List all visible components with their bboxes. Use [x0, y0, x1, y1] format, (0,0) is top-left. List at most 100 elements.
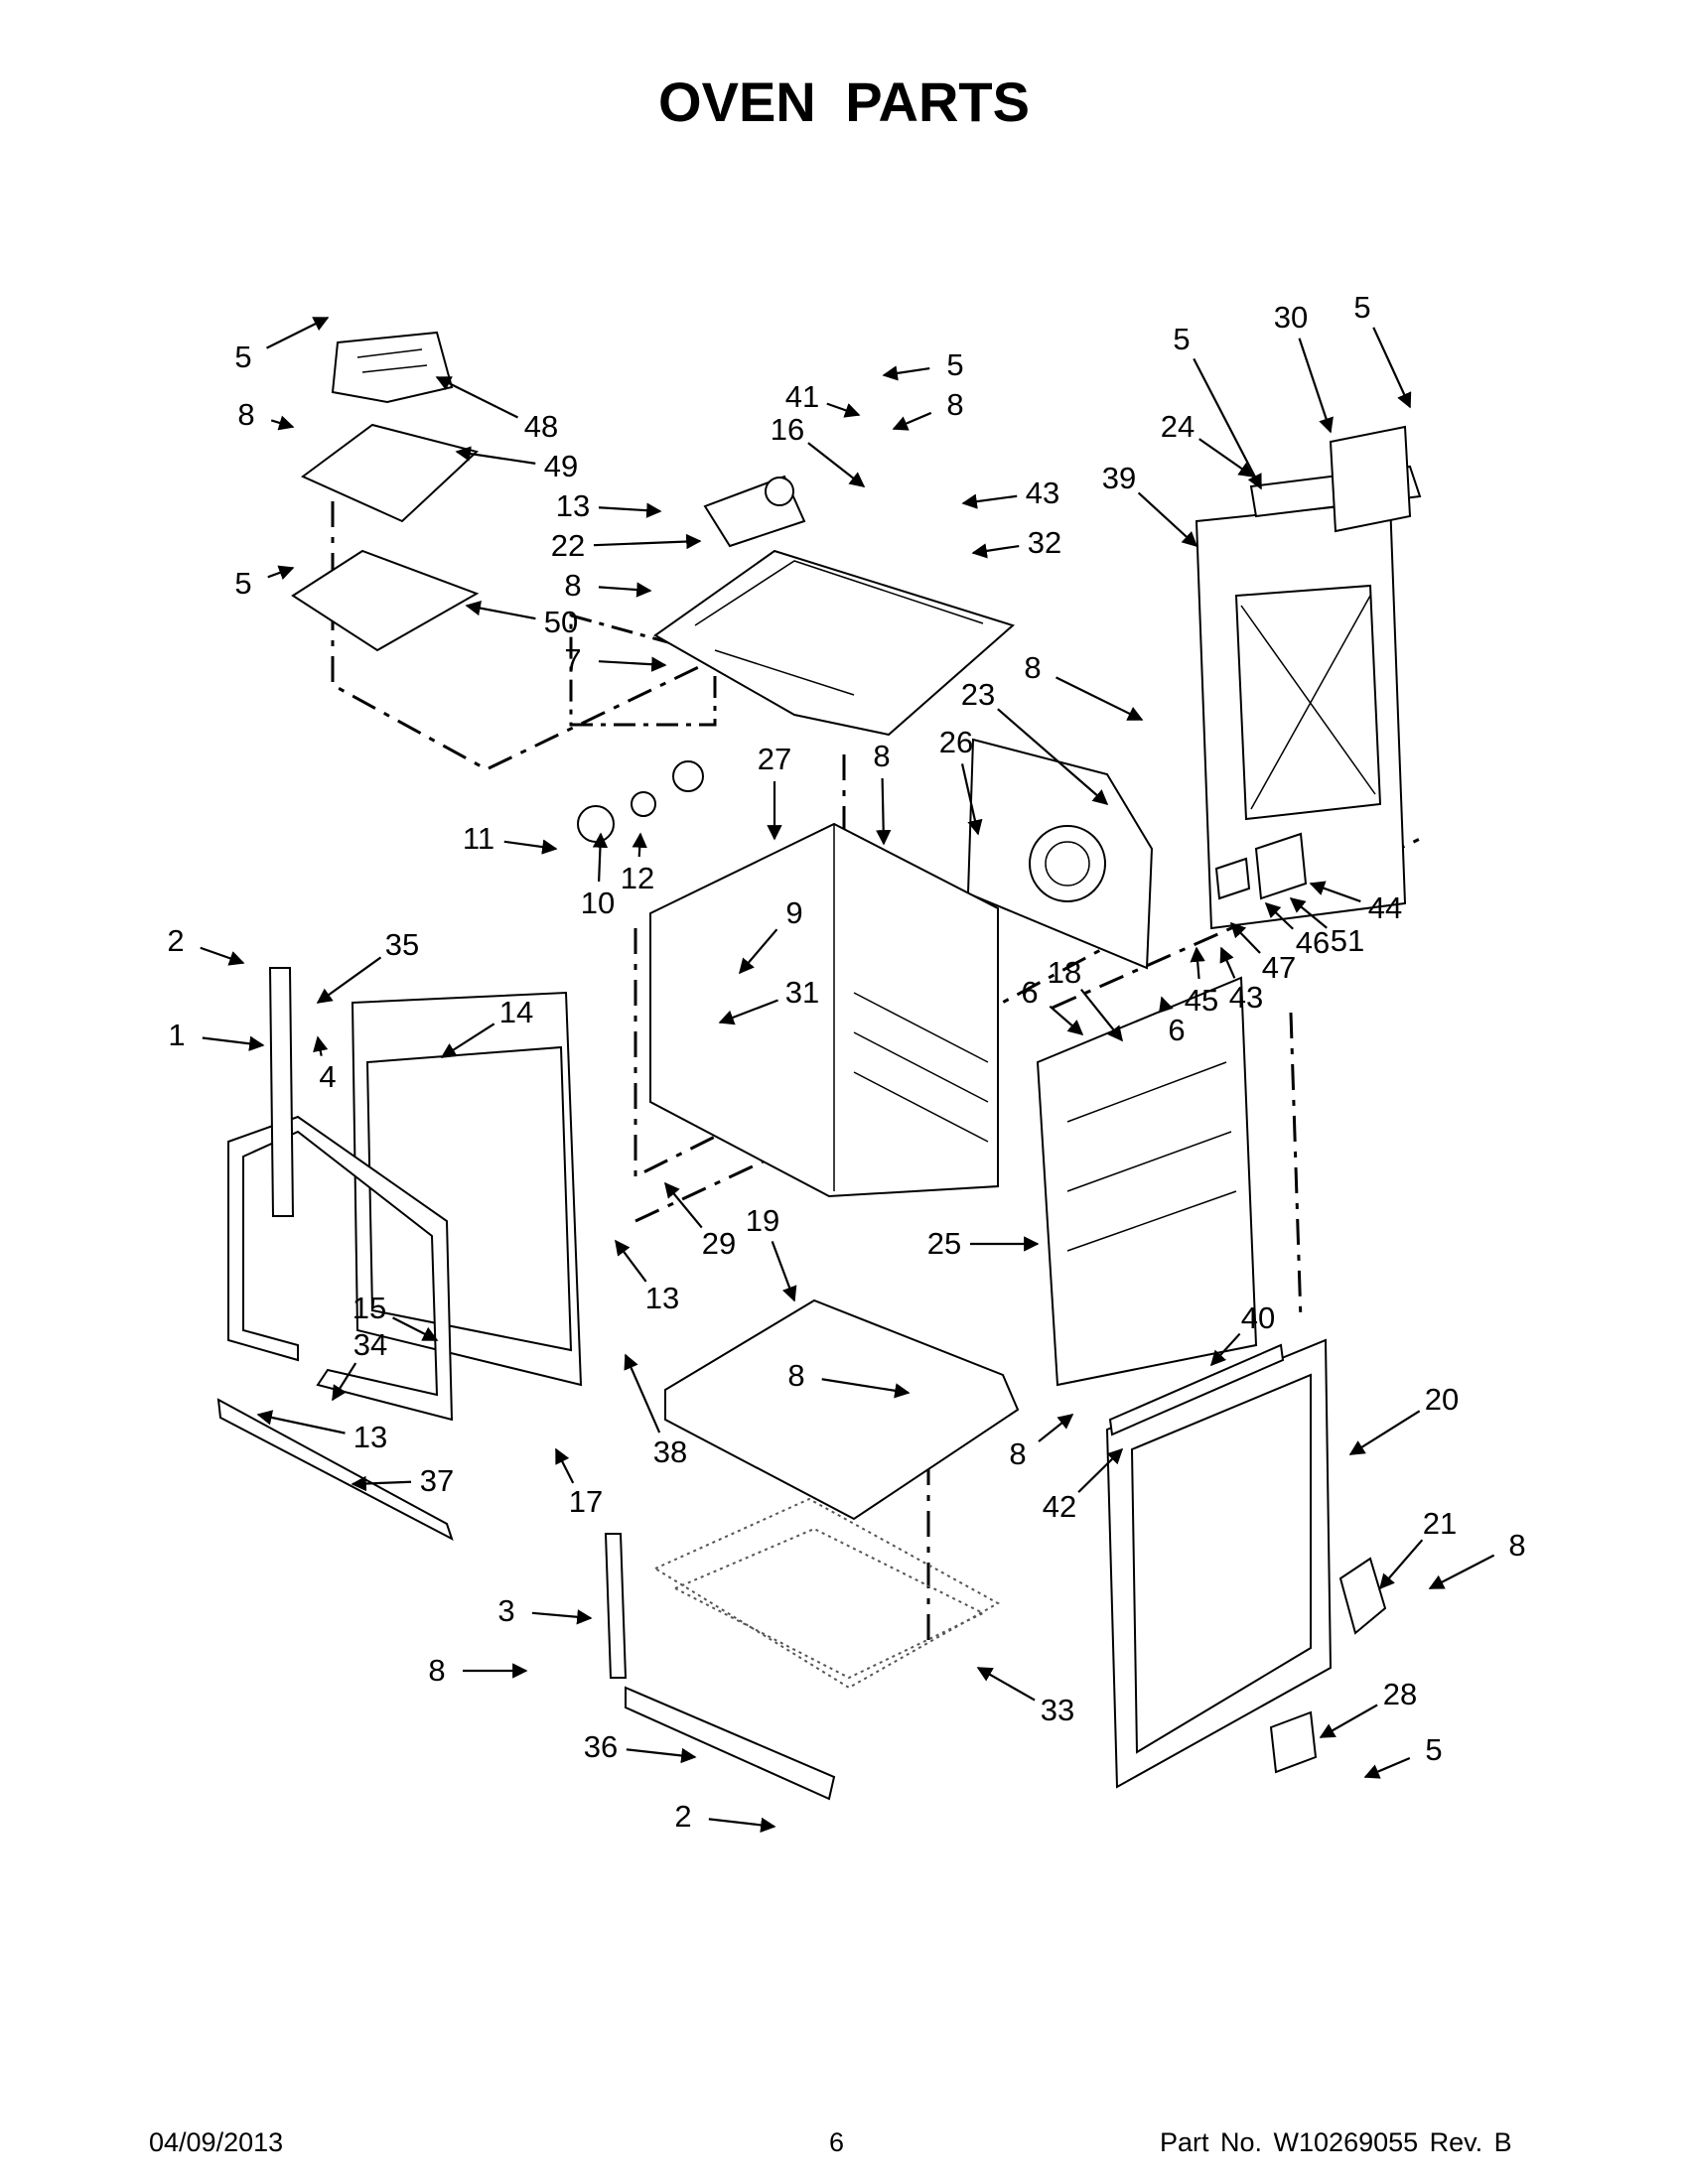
callout-leader-arrow: [1289, 897, 1328, 929]
part-heat-shield-upper: [301, 423, 480, 523]
callout-label: 5: [234, 566, 251, 601]
callout-leader-arrow: [664, 1181, 703, 1229]
callout-label: 43: [1026, 476, 1059, 510]
callout-leader-arrow: [531, 1609, 593, 1625]
callout-label: 49: [544, 449, 578, 483]
callout-label: 31: [785, 975, 819, 1010]
callout-label: 8: [564, 568, 581, 603]
part-left-side-panel: [1036, 976, 1258, 1387]
callout-leader-arrow: [267, 565, 295, 581]
callout-51: 51: [1289, 897, 1364, 958]
callout-label: 34: [353, 1327, 387, 1362]
callout-leader-arrow: [593, 533, 702, 550]
callout-label: 2: [674, 1799, 691, 1834]
callout-26: 26: [939, 725, 983, 836]
callout-label: 43: [1229, 980, 1263, 1015]
callout-48: 48: [435, 376, 558, 444]
callout-label: 21: [1423, 1506, 1457, 1541]
callout-13: 13: [556, 488, 662, 523]
callout-leader-arrow: [632, 832, 647, 858]
part-top-panel: [653, 549, 1015, 737]
callout-21: 21: [1378, 1506, 1457, 1590]
callout-8: 8: [428, 1653, 528, 1688]
callout-label: 30: [1274, 300, 1308, 335]
callout-leader-arrow: [503, 839, 558, 855]
part-door-hinge: [1338, 1557, 1387, 1635]
callout-label: 29: [702, 1226, 736, 1261]
callout-4: 4: [313, 1035, 337, 1094]
callout-leader-arrow: [1363, 1757, 1411, 1779]
callout-leader-arrow: [316, 956, 382, 1004]
footer-page-number: 6: [829, 2127, 845, 2157]
callout-leader-arrow: [435, 376, 519, 419]
callout-leader-arrow: [971, 543, 1020, 559]
callout-label: 12: [621, 861, 654, 895]
callout-2: 2: [674, 1799, 776, 1834]
callout-leader-arrow: [1319, 1704, 1378, 1738]
callout-leader-arrow: [807, 442, 866, 487]
callout-leader-arrow: [440, 1023, 495, 1058]
callout-label: 5: [1173, 322, 1190, 356]
part-cover-plate: [1329, 425, 1412, 533]
footer-date: 04/09/2013: [149, 2127, 284, 2157]
callout-label: 19: [746, 1203, 779, 1238]
callout-label: 45: [1185, 983, 1218, 1018]
callout-leader-arrow: [1038, 1414, 1074, 1442]
callout-leader-arrow: [266, 317, 330, 349]
callout-leader-arrow: [738, 928, 778, 975]
callout-45: 45: [1185, 946, 1218, 1018]
callout-leader-arrow: [1198, 438, 1255, 478]
callout-label: 13: [353, 1420, 387, 1454]
callout-47: 47: [1229, 921, 1296, 985]
callout-14: 14: [440, 995, 533, 1058]
callout-label: 50: [544, 605, 578, 639]
callout-16: 16: [771, 412, 866, 487]
part-oven-rack: [652, 1497, 1001, 1690]
callout-1: 1: [168, 1018, 265, 1052]
part-light-assembly: [577, 760, 704, 843]
callout-label: 4: [319, 1059, 336, 1094]
callout-50: 50: [465, 601, 578, 639]
callout-25: 25: [927, 1226, 1040, 1261]
callout-8: 8: [237, 397, 295, 432]
callout-8: 8: [564, 568, 652, 603]
callout-label: 3: [497, 1593, 514, 1628]
callout-label: 9: [785, 895, 802, 930]
callout-label: 42: [1043, 1489, 1076, 1524]
callout-label: 32: [1028, 525, 1061, 560]
callout-leader-arrow: [313, 1035, 329, 1056]
callout-5: 5: [234, 317, 330, 374]
callout-5: 5: [1173, 322, 1262, 490]
callout-label: 44: [1368, 890, 1402, 925]
callout-42: 42: [1043, 1447, 1124, 1524]
part-control-bracket: [331, 331, 454, 404]
callout-leader-arrow: [598, 656, 667, 672]
callout-label: 11: [463, 821, 494, 856]
callout-6: 6: [1021, 975, 1084, 1036]
callout-label: 18: [1048, 955, 1081, 990]
part-hinge-receiver: [268, 967, 295, 1217]
callout-24: 24: [1161, 409, 1255, 478]
callout-11: 11: [463, 821, 558, 856]
callout-label: 38: [653, 1434, 687, 1469]
callout-38: 38: [624, 1353, 687, 1469]
part-hinge-cover: [1269, 1710, 1318, 1774]
callout-leader-arrow: [1137, 491, 1198, 548]
part-rear-panel: [1195, 499, 1407, 930]
callout-leader-arrow: [960, 763, 983, 836]
callout-leader-arrow: [392, 1316, 439, 1341]
callout-label: 8: [873, 739, 890, 773]
callout-20: 20: [1348, 1382, 1459, 1455]
callout-10: 10: [581, 832, 615, 920]
callout-label: 5: [234, 340, 251, 374]
callout-label: 26: [939, 725, 973, 759]
callout-label: 15: [352, 1291, 386, 1325]
footer-part-number: Part No. W10269055 Rev. B: [1160, 2127, 1512, 2157]
callout-leader-arrow: [555, 1447, 575, 1484]
part-door-gasket: [227, 1115, 454, 1422]
callout-label: 46: [1296, 925, 1330, 960]
callout-leader-arrow: [1372, 327, 1412, 409]
callout-40: 40: [1209, 1300, 1275, 1367]
